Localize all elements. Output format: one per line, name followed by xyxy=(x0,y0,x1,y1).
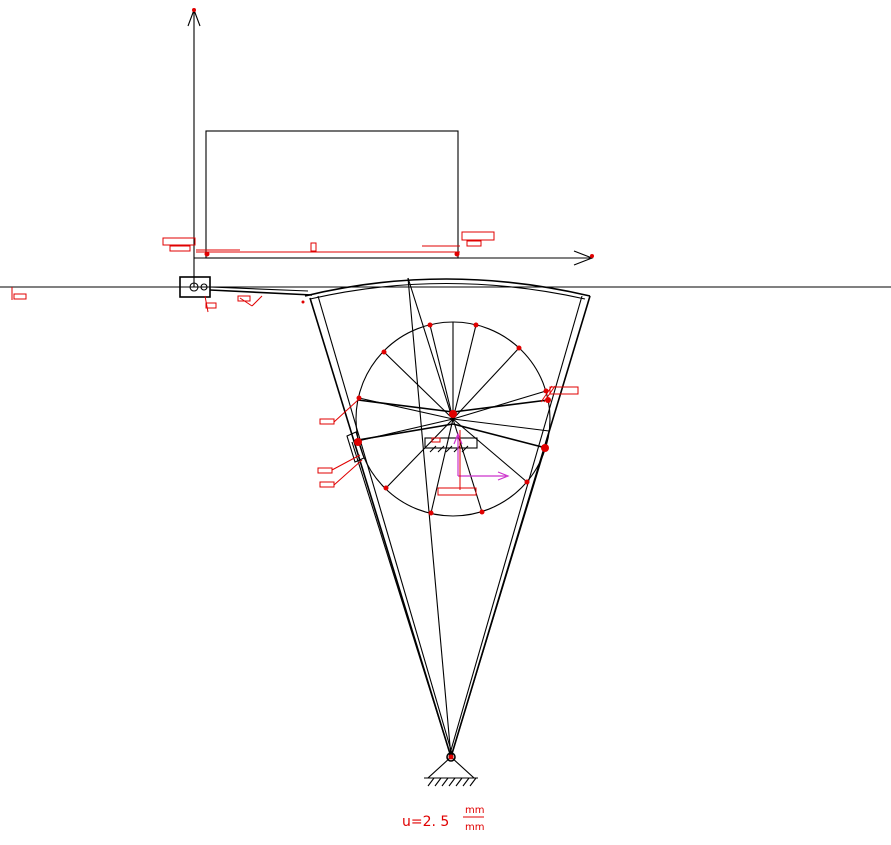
pin-support-icon xyxy=(424,752,478,787)
coupler-link xyxy=(209,286,313,296)
lever-block xyxy=(346,431,365,463)
scale-prefix: u=2. 5 xyxy=(402,814,449,830)
scale-denominator: mm xyxy=(465,822,484,833)
sector-inner-arc xyxy=(309,283,586,300)
sector-top-arc xyxy=(304,278,591,297)
coordinate-axes xyxy=(187,8,594,287)
sector-arms xyxy=(309,277,591,758)
hub-pedestal-icon xyxy=(424,437,478,453)
scale-numerator: mm xyxy=(465,805,484,816)
wheel xyxy=(346,321,551,517)
rectangle-frame xyxy=(205,130,459,259)
local-axes-icon xyxy=(453,432,510,481)
wheel-bold-links xyxy=(357,399,549,449)
scale-annotation: u=2. 5 mm mm xyxy=(402,805,484,833)
annotation-markers xyxy=(11,8,594,760)
